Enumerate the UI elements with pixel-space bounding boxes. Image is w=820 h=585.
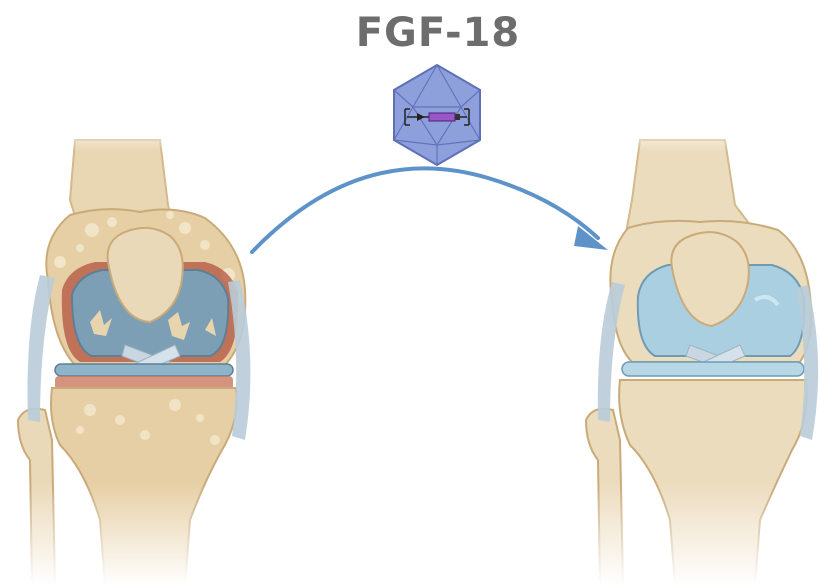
healthy-knee [570,120,820,585]
osteoarthritic-knee [0,120,270,585]
curved-arrow-icon [252,168,598,252]
aav-capsid-icon [394,65,480,165]
